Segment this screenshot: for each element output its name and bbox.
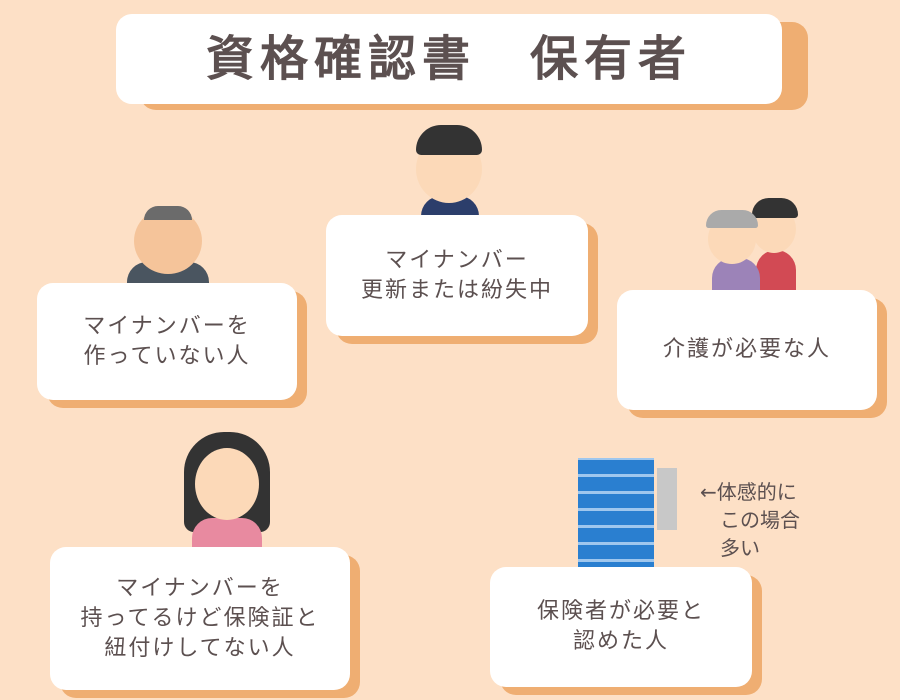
page-title: 資格確認書 保有者 xyxy=(116,14,782,104)
card-line: マイナンバーを xyxy=(116,575,284,601)
card-line: 作っていない人 xyxy=(83,343,251,369)
card-insurer-approved: 保険者が必要と認めた人 xyxy=(490,567,752,687)
card-renewal-or-lost: マイナンバー更新または紛失中 xyxy=(326,215,588,336)
card-line: マイナンバーを xyxy=(83,313,251,339)
card-line: マイナンバー xyxy=(385,247,529,273)
card-no-mynumber: マイナンバーを作っていない人 xyxy=(37,283,297,400)
note-line: この場合 xyxy=(700,508,800,532)
note-line: ←体感的に xyxy=(700,480,797,504)
card-line: 持ってるけど保険証と xyxy=(80,605,320,631)
card-needs-care: 介護が必要な人 xyxy=(617,290,877,410)
card-not-linked: マイナンバーを持ってるけど保険証と紐付けしてない人 xyxy=(50,547,350,690)
card-line: 紐付けしてない人 xyxy=(104,635,296,661)
annotation-note: ←体感的に この場合 多い xyxy=(700,478,800,562)
card-line: 認めた人 xyxy=(572,629,669,654)
note-line: 多い xyxy=(700,536,760,560)
card-line: 更新または紛失中 xyxy=(360,277,553,303)
card-line: 保険者が必要と xyxy=(536,599,705,624)
card-line: 介護が必要な人 xyxy=(662,337,831,362)
